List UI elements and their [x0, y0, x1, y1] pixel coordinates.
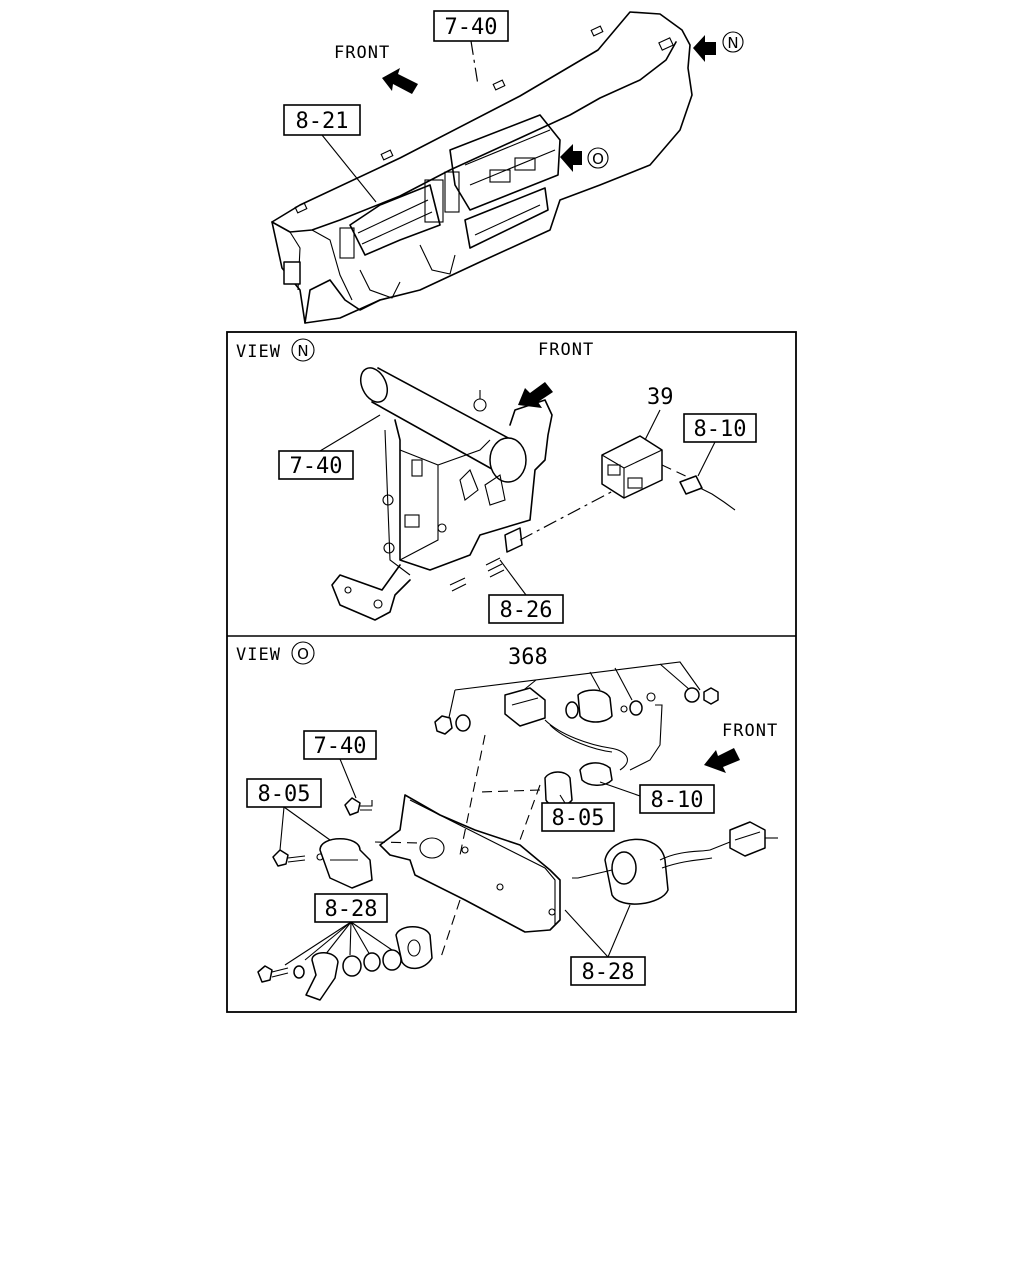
view-n-title-mark: N [297, 342, 308, 360]
callout-7-40-top [433, 10, 509, 42]
view-o-title-marker [291, 641, 315, 665]
view-n-front-label: FRONT [538, 340, 594, 360]
view-n-panel: VIEW N FRONT [236, 338, 757, 624]
callout-8-21-text: 8-21 [296, 109, 349, 134]
view-n-marker-text: N [727, 34, 738, 52]
callout-8-10-view-o-text: 8-10 [651, 788, 704, 813]
view-n-title-marker [291, 338, 315, 362]
view-o-marker-text: O [592, 150, 604, 168]
callout-8-05-right-text: 8-05 [552, 806, 605, 831]
view-n-arrow-icon [693, 35, 716, 62]
top-front-arrow-icon [382, 68, 418, 94]
callout-8-10-view-o [639, 784, 715, 814]
dashboard-overview: N O FRONT 7-40 8-21 [271, 10, 744, 324]
view-n-front-arrow-icon [518, 382, 553, 408]
view-n-marker [722, 31, 744, 53]
view-o-arrow-icon [560, 144, 582, 172]
view-o-front-arrow-icon [704, 748, 740, 773]
detail-frame [226, 331, 797, 1013]
part-39-label: 39 [647, 385, 674, 410]
view-o-title-mark: O [297, 645, 309, 663]
callout-8-26-text: 8-26 [500, 598, 553, 623]
view-o-front-label: FRONT [722, 721, 778, 741]
top-front-label: FRONT [334, 43, 390, 63]
callout-8-05-right [541, 802, 615, 832]
callout-8-28-left [314, 893, 388, 923]
callout-8-10-view-n-text: 8-10 [694, 417, 747, 442]
callout-8-28-right-text: 8-28 [582, 960, 635, 985]
callout-8-28-left-text: 8-28 [325, 897, 378, 922]
view-o-marker [587, 147, 609, 169]
callout-8-10-view-n [683, 413, 757, 443]
dashboard-outline [271, 11, 693, 324]
view-o-title: VIEW [236, 645, 281, 665]
callout-8-21 [283, 104, 361, 136]
callout-7-40-view-o-text: 7-40 [314, 734, 367, 759]
callout-7-40-view-o [303, 730, 377, 760]
callout-8-05-left-text: 8-05 [258, 782, 311, 807]
callout-7-40-top-text: 7-40 [445, 15, 498, 40]
view-o-panel: VIEW O FRONT 368 [236, 641, 778, 1001]
part-368-label: 368 [508, 645, 548, 670]
callout-7-40-view-n-text: 7-40 [290, 454, 343, 479]
callout-7-40-view-n [278, 450, 354, 480]
view-n-title: VIEW [236, 342, 281, 362]
